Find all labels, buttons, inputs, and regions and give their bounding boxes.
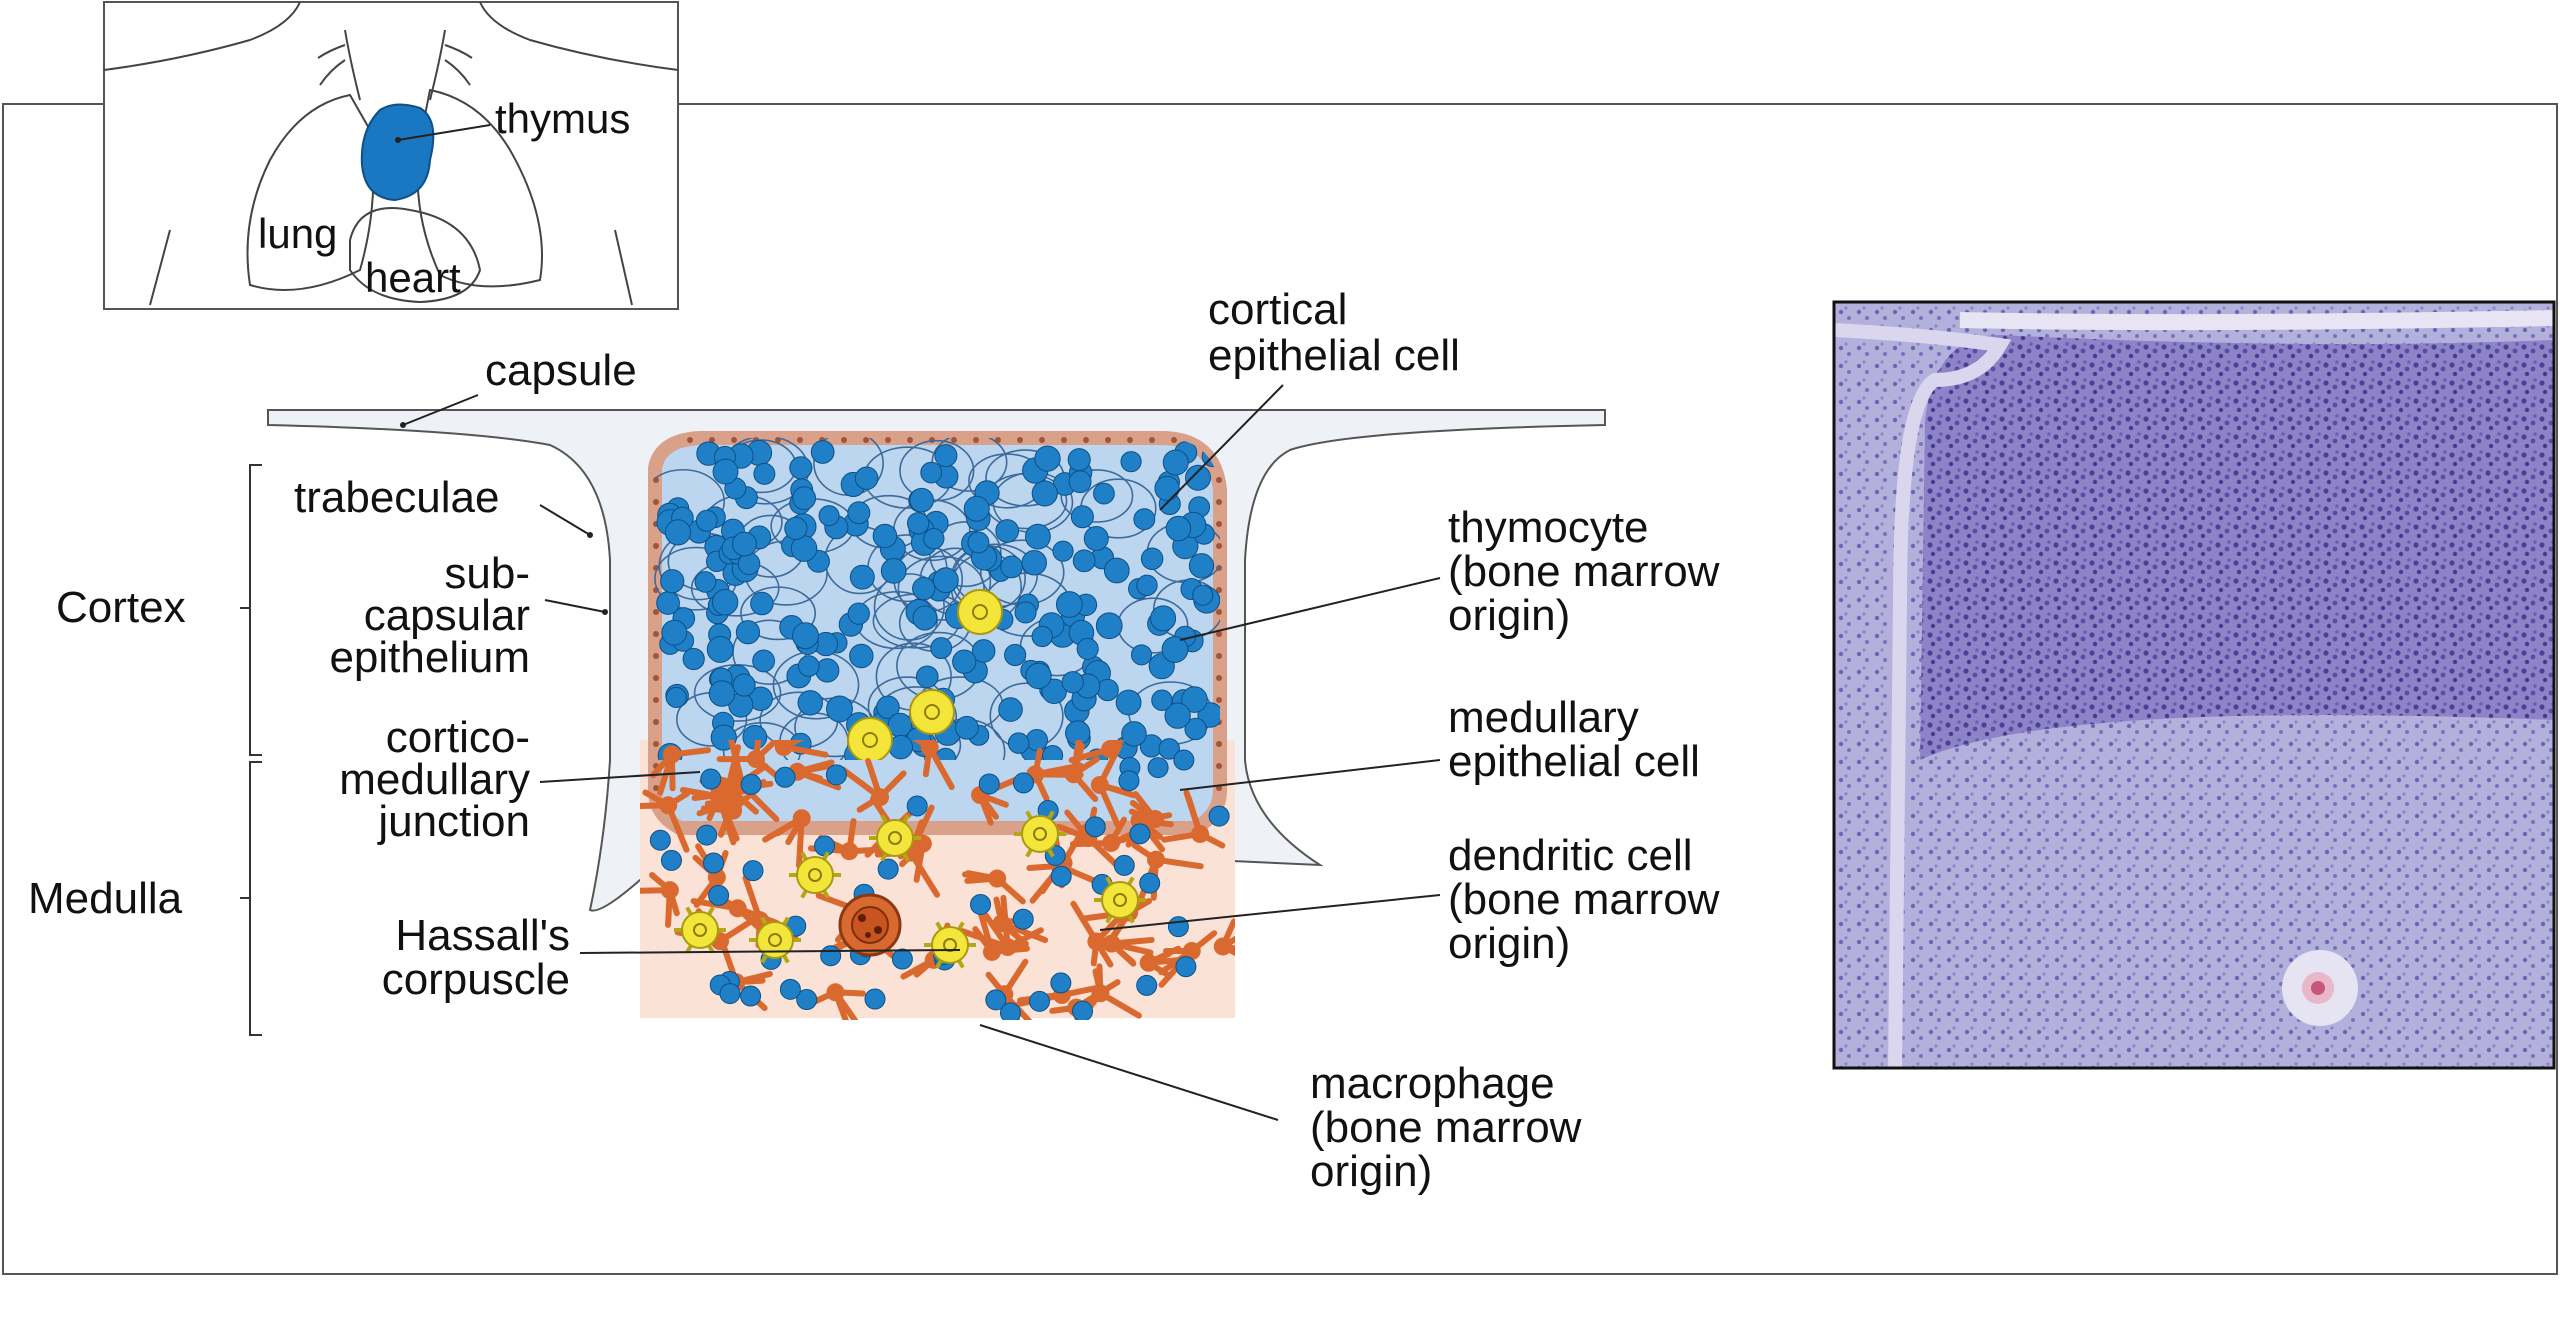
zone-label-cortex: Cortex: [56, 583, 186, 632]
label-capsule: capsule: [485, 346, 637, 395]
inset-label-heart: heart: [365, 254, 461, 301]
label-dendritic-1: dendritic cell: [1448, 831, 1693, 880]
figure-frame: [2, 103, 2558, 1275]
zone-label-medulla: Medulla: [28, 874, 183, 923]
label-subcapsular-1: sub-: [444, 549, 530, 598]
zone-brackets: [240, 464, 262, 1036]
inset-label-thymus: thymus: [495, 95, 630, 142]
label-macrophage-3: origin): [1310, 1147, 1432, 1196]
label-trabeculae: trabeculae: [294, 473, 499, 522]
label-cortical-epi-1: cortical: [1208, 285, 1347, 334]
label-corticomedullary-2: medullary: [339, 755, 530, 804]
label-medullary-epi-1: medullary: [1448, 693, 1639, 742]
leader-lines: [402, 384, 1441, 1121]
label-thymocyte-3: origin): [1448, 591, 1570, 640]
label-corticomedullary-1: cortico-: [386, 713, 530, 762]
label-macrophage-1: macrophage: [1310, 1059, 1555, 1108]
thymus-organ: [360, 103, 435, 202]
inset-label-lung: lung: [258, 210, 337, 257]
histology-micrograph: [1832, 300, 2556, 1070]
label-corticomedullary-3: junction: [376, 797, 530, 846]
label-dendritic-3: origin): [1448, 919, 1570, 968]
thorax-inset: thymus lung heart: [103, 1, 679, 310]
medulla-cells: [640, 740, 1235, 1020]
label-macrophage-2: (bone marrow: [1310, 1103, 1582, 1152]
hassalls-corpuscle: [838, 893, 902, 957]
label-thymocyte-2: (bone marrow: [1448, 547, 1720, 596]
label-dendritic-2: (bone marrow: [1448, 875, 1720, 924]
label-thymocyte-1: thymocyte: [1448, 503, 1649, 552]
label-medullary-epi-2: epithelial cell: [1448, 737, 1700, 786]
label-subcapsular-2: capsular: [364, 591, 530, 640]
label-subcapsular-3: epithelium: [329, 633, 530, 682]
label-hassall-1: Hassall's: [395, 911, 570, 960]
label-hassall-2: corpuscle: [382, 955, 570, 1004]
cortex-thymocytes: [650, 438, 1220, 760]
label-cortical-epi-2: epithelial cell: [1208, 331, 1460, 380]
